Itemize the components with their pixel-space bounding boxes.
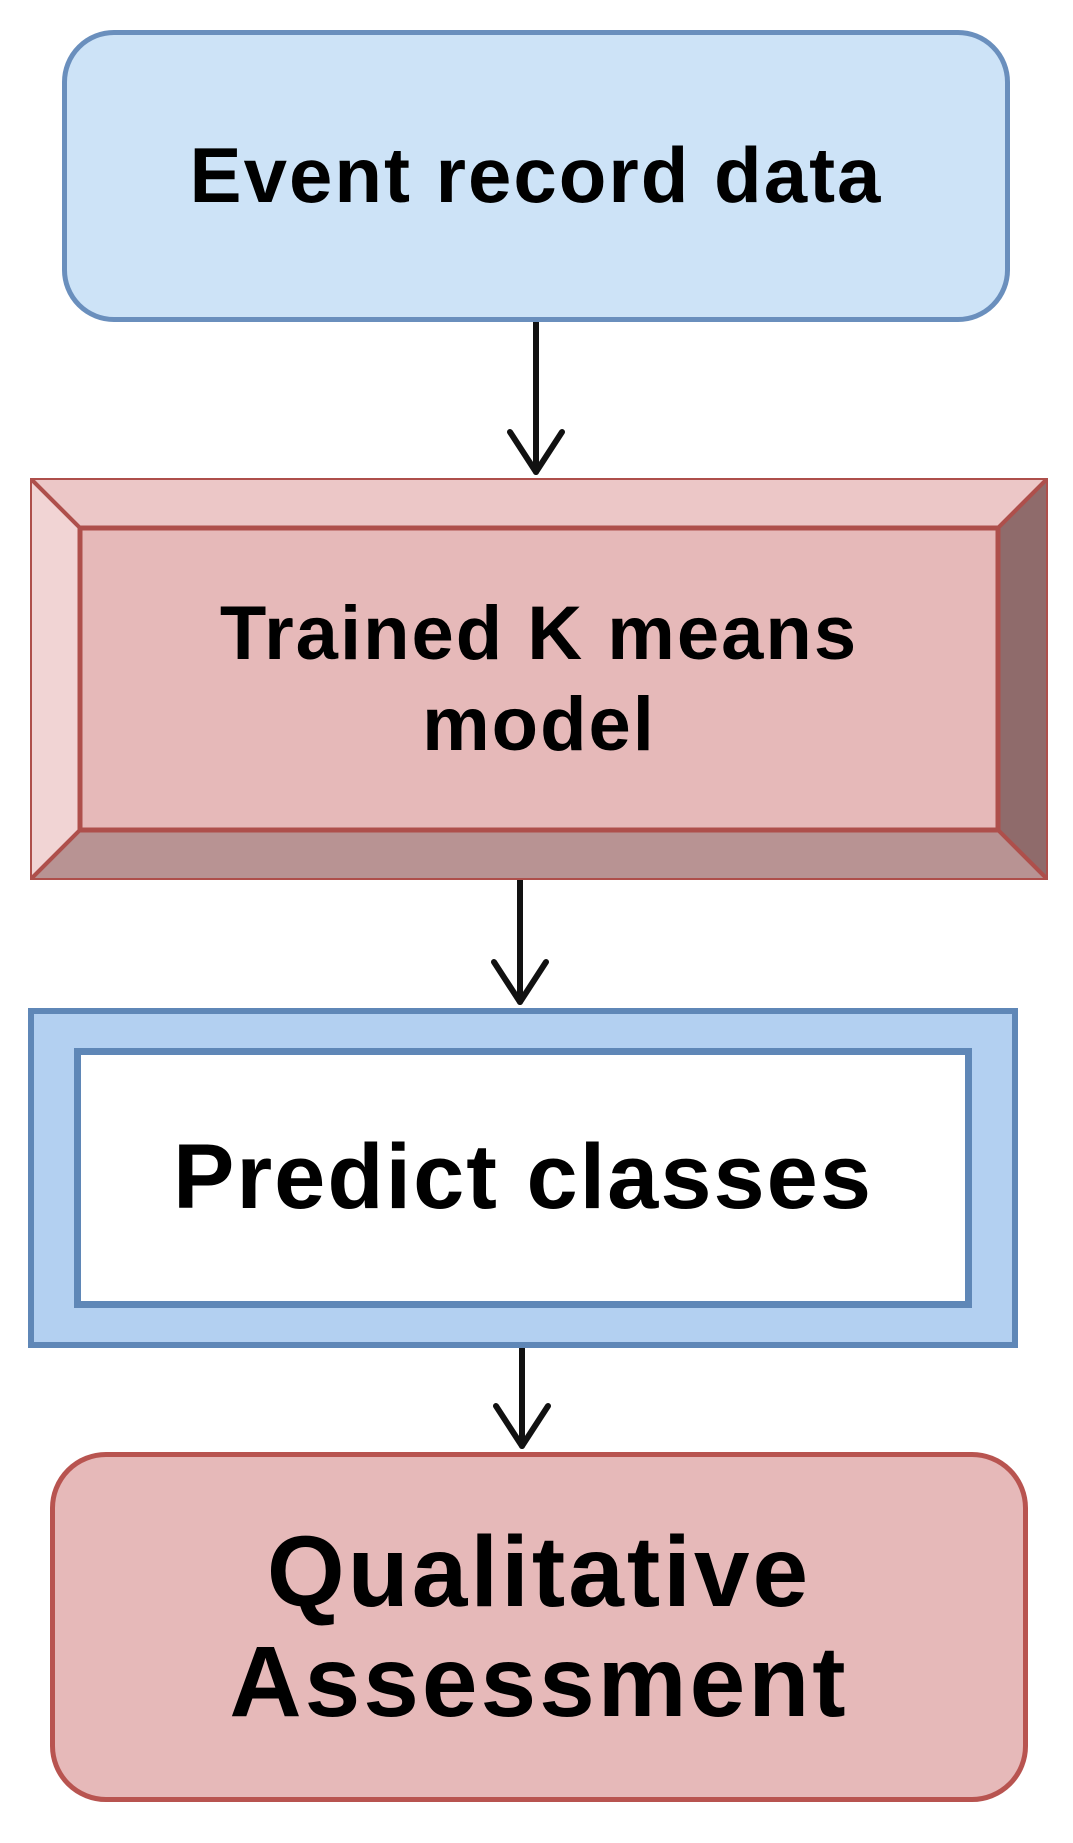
node-predict-inner: Predict classes [74,1048,972,1308]
node-predict-label: Predict classes [172,1126,873,1229]
node-trained-label-line-1: Trained K means [219,590,859,676]
node-qualitative-label-line-2: Assessment [229,1626,849,1738]
node-predict-classes: Predict classes [28,1008,1018,1348]
node-trained-k-means-model: Trained K means model [30,478,1048,880]
arrow-predict-to-qualitative [493,1345,551,1449]
node-qualitative-label-line-1: Qualitative [266,1516,812,1628]
node-trained-label-line-2: model [422,682,656,767]
arrow-trained-to-predict [491,877,549,1005]
node-event-record-data: Event record data [62,30,1010,322]
arrow-event-to-trained [507,319,565,475]
node-qualitative-assessment: Qualitative Assessment [50,1452,1028,1802]
node-trained-label: Trained K means model [220,588,858,770]
node-qualitative-label: Qualitative Assessment [229,1517,848,1737]
bevel-shape [30,478,1048,880]
node-event-label: Event record data [189,131,883,220]
